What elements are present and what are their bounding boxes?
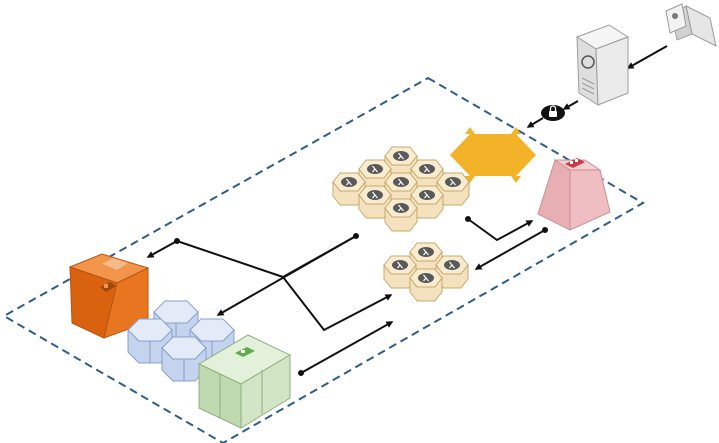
lambda-icon	[367, 164, 383, 174]
lambda-icon	[444, 260, 460, 270]
lambda-cluster-large	[332, 146, 470, 232]
lambda-tile	[358, 185, 392, 219]
lambda-icon	[393, 177, 409, 187]
lambda-icon	[367, 190, 383, 200]
vpc-boundary	[1, 76, 646, 443]
lambda-icon	[393, 203, 409, 213]
cache-icon	[565, 158, 585, 168]
connectors	[146, 45, 668, 376]
database-icon	[127, 318, 173, 364]
arrow-lambda-to-small-lambda	[282, 276, 393, 332]
arrow-lambda-to-cache	[467, 218, 534, 242]
hexagon-icon	[450, 134, 536, 176]
server-icon	[581, 55, 595, 95]
lambda-icon	[419, 164, 435, 174]
lambda-icon	[418, 247, 434, 257]
lambda-tile	[436, 172, 470, 206]
lambda-icon	[393, 151, 409, 161]
client-device	[665, 3, 717, 47]
arrow-client-to-server	[626, 45, 668, 69]
lambda-tile	[409, 268, 443, 302]
lambda-tile	[383, 255, 417, 289]
gateway-hex	[450, 127, 536, 183]
lambda-icon	[419, 190, 435, 200]
lambda-icon	[418, 273, 434, 283]
green-queue	[197, 334, 292, 429]
lambda-icon	[341, 177, 357, 187]
lambda-cluster-small	[383, 242, 469, 302]
arrow-server-to-lock	[562, 100, 579, 110]
lambda-icon	[392, 260, 408, 270]
server	[575, 24, 630, 106]
bucket-icon	[100, 282, 116, 292]
queue-icon	[235, 347, 255, 357]
pink-cache	[537, 158, 611, 231]
arrow-lambda-to-database	[216, 235, 357, 316]
arrow-lock-to-vpc	[526, 117, 544, 128]
lock-icon	[549, 105, 557, 117]
lambda-tile	[410, 185, 444, 219]
arrow-queue-to-small-lambda	[300, 321, 394, 374]
lambda-tile	[384, 198, 418, 232]
lambda-icon	[445, 177, 461, 187]
arrow-cache-to-small-lambda	[474, 229, 546, 270]
lambda-tile	[332, 172, 366, 206]
lock	[541, 105, 565, 121]
user-client-icon	[665, 3, 717, 47]
